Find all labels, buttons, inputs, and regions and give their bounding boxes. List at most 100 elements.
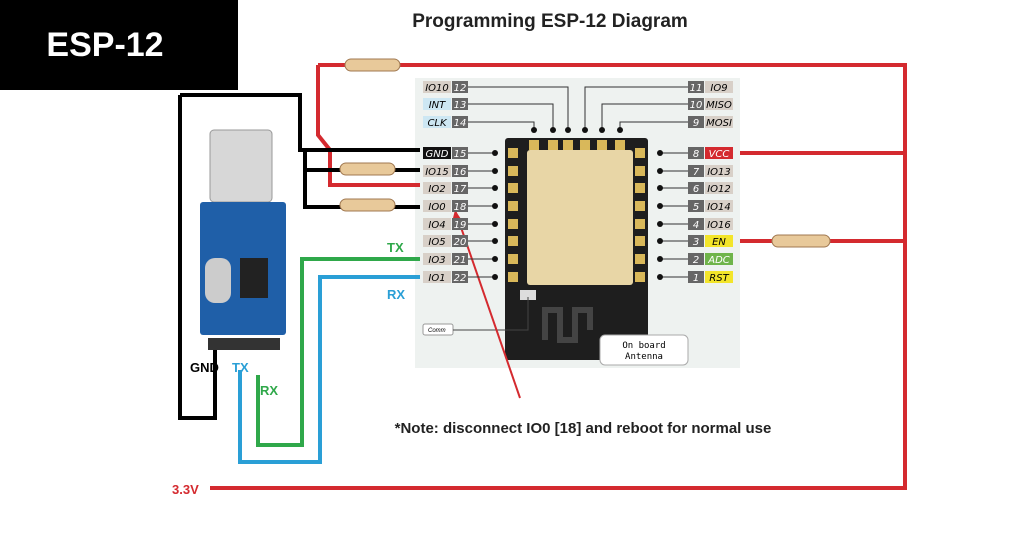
pin-dot xyxy=(657,274,663,280)
pin-dot xyxy=(657,185,663,191)
pin-lead xyxy=(584,86,688,130)
pin-name-en: EN xyxy=(712,237,726,248)
pin-number-box xyxy=(452,147,468,159)
pin-name-vcc: VCC xyxy=(709,149,730,160)
pin-name-gnd: GND xyxy=(426,149,449,160)
pin-dot xyxy=(492,168,498,174)
resistors xyxy=(339,58,831,248)
antenna-trace xyxy=(542,307,593,343)
pin-label-box xyxy=(423,182,451,194)
pin-label-box xyxy=(705,116,733,128)
pin-pad xyxy=(635,166,645,176)
pin-pad xyxy=(563,140,573,150)
pin-label-box xyxy=(705,98,733,110)
pin-number-box xyxy=(452,235,468,247)
pin-name-rst: RST xyxy=(709,273,729,284)
pin-pad xyxy=(508,254,518,264)
pin-pad xyxy=(508,272,518,282)
pin-number-box xyxy=(688,271,704,283)
pin-dot xyxy=(657,256,663,262)
pin-dot xyxy=(531,127,537,133)
pin-number: 6 xyxy=(693,184,699,195)
pin-label-box xyxy=(705,182,733,194)
pin-name-io4: IO4 xyxy=(428,220,445,231)
usb-chip xyxy=(240,258,268,298)
pin-pad xyxy=(508,148,518,158)
pin-pad xyxy=(580,140,590,150)
pin-number: 22 xyxy=(454,273,467,284)
wire-gnd xyxy=(178,93,420,420)
pin-dot xyxy=(657,203,663,209)
pin-name-io13: IO13 xyxy=(707,167,731,178)
diagram-title: Programming ESP-12 Diagram xyxy=(412,11,688,32)
pin-dot xyxy=(657,168,663,174)
badge-box xyxy=(0,0,238,90)
pin-number-box xyxy=(688,235,704,247)
pin-pad xyxy=(635,183,645,193)
pin-number-box xyxy=(452,200,468,212)
pin-label-box xyxy=(423,271,451,283)
resistor-en xyxy=(771,234,831,248)
wire-3v3 xyxy=(210,63,907,490)
antenna-label-1: On board xyxy=(622,341,665,351)
pin-label-box xyxy=(423,253,451,265)
pin-name-io16: IO16 xyxy=(707,220,731,231)
pin-name-io10: IO10 xyxy=(425,83,449,94)
pin-number: 4 xyxy=(693,220,699,231)
pin-pad xyxy=(508,236,518,246)
pin-number: 13 xyxy=(454,100,467,111)
resistor-io0 xyxy=(339,198,396,212)
resistor-io2 xyxy=(344,58,401,72)
usb-tx-label: TX xyxy=(232,360,249,375)
pin-label-box xyxy=(705,200,733,212)
antenna-label-2: Antenna xyxy=(625,352,663,362)
pin-number-box xyxy=(452,253,468,265)
pin-number: 12 xyxy=(454,83,467,94)
pin-number: 7 xyxy=(693,167,700,178)
note-text: *Note: disconnect IO0 [18] and reboot fo… xyxy=(395,420,772,437)
pin-label-box xyxy=(423,98,451,110)
wire-rx-label: RX xyxy=(387,287,405,302)
led xyxy=(520,290,536,300)
crystal xyxy=(205,258,231,303)
pin-name-io12: IO12 xyxy=(707,184,731,195)
usb-rx-label: RX xyxy=(260,383,278,398)
pin-dot xyxy=(599,127,605,133)
pin-number-box xyxy=(688,147,704,159)
pin-number: 3 xyxy=(693,237,699,248)
pin-lead xyxy=(601,103,688,130)
antenna-callout xyxy=(599,334,689,366)
pin-name-io5: IO5 xyxy=(428,237,445,248)
pin-pad xyxy=(635,254,645,264)
pin-dot xyxy=(492,221,498,227)
pin-number: 14 xyxy=(454,118,467,129)
pin-name-adc: ADC xyxy=(707,255,730,266)
pin-number-box xyxy=(452,218,468,230)
pin-name-io3: IO3 xyxy=(428,255,445,266)
pin-pad xyxy=(635,219,645,229)
pin-dot xyxy=(492,274,498,280)
pin-dot xyxy=(492,203,498,209)
pin-label-box xyxy=(705,165,733,177)
pin-number-box xyxy=(688,218,704,230)
pin-dot xyxy=(617,127,623,133)
wire-tx-label: TX xyxy=(387,240,404,255)
pin-number: 15 xyxy=(454,149,467,160)
pin-label-box xyxy=(423,116,451,128)
pin-number-box xyxy=(452,182,468,194)
comm-trace xyxy=(453,297,529,331)
pin-name-io0: IO0 xyxy=(428,202,445,213)
badge-text: ESP-12 xyxy=(46,26,163,64)
pin-number-box xyxy=(688,165,704,177)
pin-number-box xyxy=(688,81,704,93)
pin-name-clk: CLK xyxy=(427,118,448,129)
usb-gnd-label: GND xyxy=(190,360,219,375)
pin-label-box xyxy=(705,218,733,230)
pin-number-box xyxy=(452,98,468,110)
pin-number-box xyxy=(688,253,704,265)
pin-pad xyxy=(508,201,518,211)
pin-label-box xyxy=(705,271,733,283)
usb-plug xyxy=(209,129,273,203)
pin-number: 21 xyxy=(454,255,467,266)
